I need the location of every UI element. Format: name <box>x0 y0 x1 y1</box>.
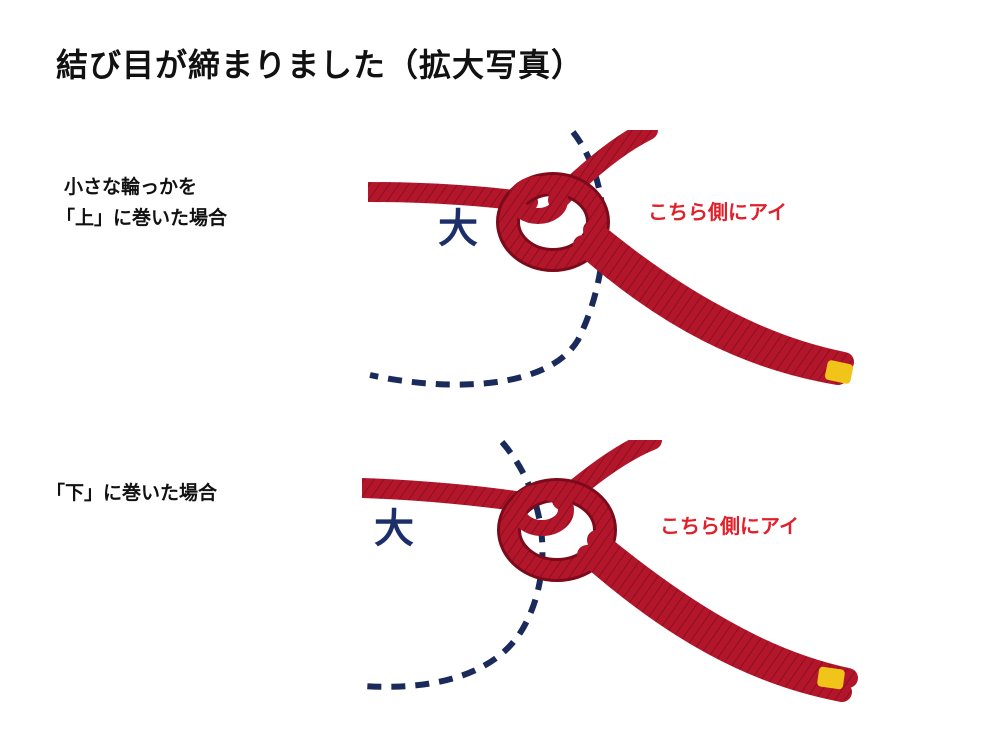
rope-tail-2 <box>583 220 854 372</box>
rope-tail-1 <box>573 235 848 385</box>
photo-mark-text: 大 <box>438 206 478 252</box>
dashed-line <box>363 440 546 690</box>
bottom-knot-photo: 大 <box>362 440 868 716</box>
top-case-caption: 小さな輪っかを 「上」に巻いた場合 <box>56 172 227 234</box>
rope-tail-1 <box>577 545 852 702</box>
top-case-caption-line2: 「上」に巻いた場合 <box>56 207 228 229</box>
page-title: 結び目が締まりました（拡大写真） <box>56 46 585 84</box>
photo-mark-text: 大 <box>374 506 414 552</box>
bottom-eye-label: こちら側にアイ <box>660 514 799 538</box>
rope-standing-part <box>362 478 532 512</box>
rope-tip <box>824 360 854 384</box>
top-case-caption-line1: 小さな輪っかを <box>64 176 198 198</box>
top-knot-photo: 大 <box>368 130 874 406</box>
top-eye-label: こちら側にアイ <box>648 200 787 224</box>
rope-tip <box>817 666 845 690</box>
bottom-case-caption: 「下」に巻いた場合 <box>46 482 218 504</box>
dashed-line <box>369 130 607 388</box>
rope-tail-2 <box>587 530 858 688</box>
